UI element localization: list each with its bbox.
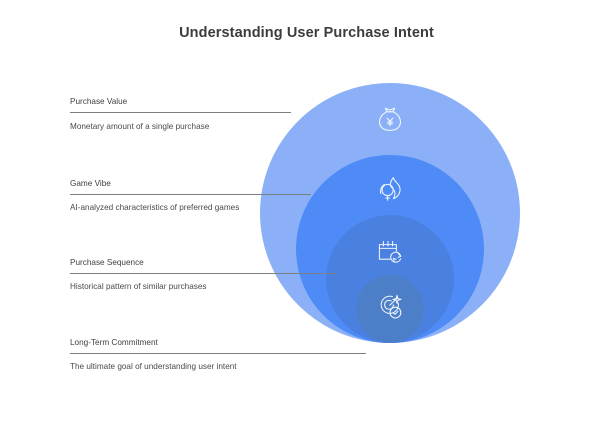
desc-group-game-vibe: AI-analyzed characteristics of preferred… bbox=[70, 202, 240, 214]
page-title: Understanding User Purchase Intent bbox=[179, 25, 434, 41]
desc-group-purchase-sequence: Historical pattern of similar purchases bbox=[70, 281, 240, 293]
label-title-long-term-commitment: Long-Term Commitment bbox=[70, 338, 158, 347]
label-group-purchase-sequence: Purchase Sequence bbox=[70, 257, 144, 268]
money-bag-yen-icon bbox=[373, 103, 407, 137]
label-group-long-term-commitment: Long-Term Commitment bbox=[70, 337, 158, 348]
label-desc-game-vibe: AI-analyzed characteristics of preferred… bbox=[70, 203, 240, 212]
ring-circle-long-term-commitment bbox=[356, 275, 424, 343]
target-check-icon bbox=[373, 290, 407, 324]
leader-line-game-vibe bbox=[70, 194, 311, 195]
leader-line-purchase-sequence bbox=[70, 273, 336, 274]
desc-group-long-term-commitment: The ultimate goal of understanding user … bbox=[70, 361, 240, 373]
flame-insight-icon bbox=[373, 173, 407, 207]
leader-line-long-term-commitment bbox=[70, 353, 366, 354]
label-desc-purchase-sequence: Historical pattern of similar purchases bbox=[70, 282, 207, 291]
label-group-purchase-value: Purchase Value bbox=[70, 96, 127, 107]
leader-line-purchase-value bbox=[70, 112, 291, 113]
label-title-purchase-sequence: Purchase Sequence bbox=[70, 258, 144, 267]
label-title-purchase-value: Purchase Value bbox=[70, 97, 128, 106]
label-group-game-vibe: Game Vibe bbox=[70, 178, 111, 189]
desc-group-purchase-value: Monetary amount of a single purchase bbox=[70, 121, 240, 133]
label-desc-long-term-commitment: The ultimate goal of understanding user … bbox=[70, 362, 237, 371]
label-title-game-vibe: Game Vibe bbox=[70, 179, 111, 188]
calendar-refresh-icon bbox=[373, 235, 407, 269]
label-desc-purchase-value: Monetary amount of a single purchase bbox=[70, 122, 210, 131]
